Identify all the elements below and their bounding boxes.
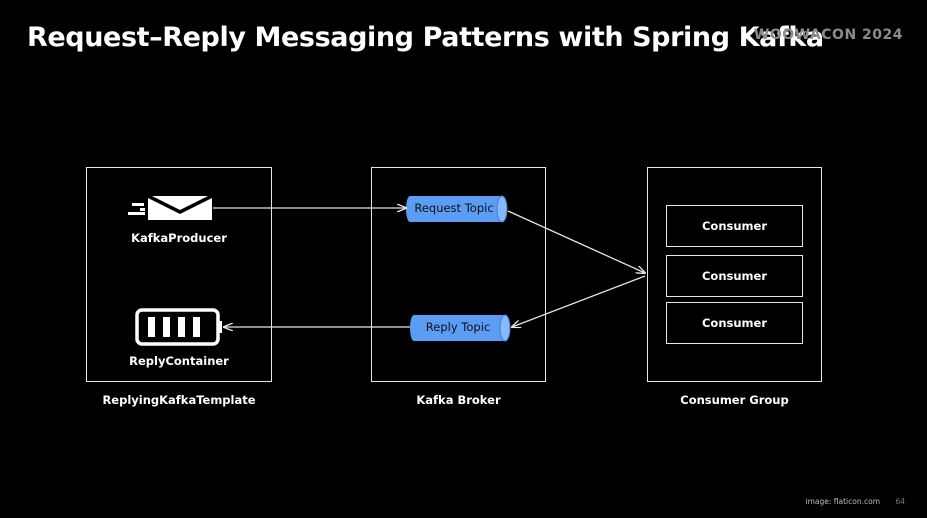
- image-credit: image: flaticon.com: [805, 497, 880, 506]
- event-logo: WOOWACON 2024: [753, 27, 903, 43]
- request-topic-label: Request Topic: [414, 201, 494, 215]
- kafka-broker-box: [371, 167, 546, 382]
- envelope-fast-icon: [128, 194, 213, 220]
- slide-title: Request–Reply Messaging Patterns with Sp…: [27, 22, 824, 53]
- consumer-group-caption: Consumer Group: [680, 393, 789, 407]
- request-topic-cylinder: [406, 195, 508, 223]
- battery-container-icon: [135, 308, 222, 346]
- reply-topic-cylinder: [410, 314, 511, 342]
- kafka-producer-label: KafkaProducer: [131, 231, 227, 245]
- kafka-broker-caption: Kafka Broker: [416, 393, 501, 407]
- consumer-group-box: [647, 167, 822, 382]
- replying-kafka-template-caption: ReplyingKafkaTemplate: [102, 393, 256, 407]
- arrow-request-topic-to-consumer-group: [507, 210, 645, 273]
- arrow-consumer-group-to-reply-topic: [512, 275, 646, 327]
- consumer-box: Consumer: [666, 302, 803, 344]
- page-number: 64: [895, 497, 905, 506]
- reply-topic-label: Reply Topic: [425, 320, 491, 334]
- replying-kafka-template-box: [86, 167, 272, 382]
- consumer-box: Consumer: [666, 255, 803, 297]
- reply-container-label: ReplyContainer: [129, 354, 229, 368]
- consumer-box: Consumer: [666, 205, 803, 247]
